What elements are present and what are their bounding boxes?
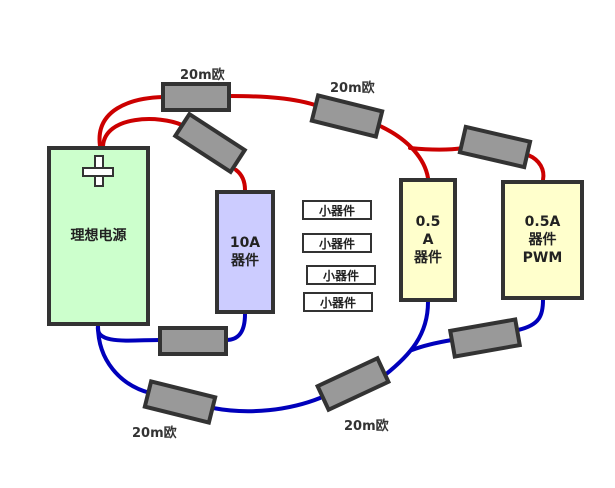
- plus-icon: [82, 155, 114, 187]
- resistor-label-bottom-right: 20m欧: [344, 419, 389, 434]
- small-device-1: 小器件: [302, 200, 372, 220]
- small-device-3: 小器件: [306, 265, 376, 285]
- resistor-label-top-middle: 20m欧: [330, 81, 375, 96]
- device-10a: 10A 器件: [215, 190, 275, 314]
- device-pwm-line1: 0.5A: [524, 214, 561, 230]
- wire-positive-top-right: [378, 124, 430, 180]
- wire-positive-psu-to-10a: [101, 117, 184, 148]
- wire-negative-bottom-right: [383, 300, 430, 377]
- wire-negative-to-pwm-resistor: [410, 338, 454, 352]
- device-0-5a-pwm: 0.5A 器件 PWM: [501, 180, 584, 300]
- wire-positive-top: [227, 94, 320, 108]
- resistor-top-middle: [309, 92, 385, 140]
- device-10a-line2: 器件: [230, 253, 259, 269]
- resistor-bottom-left: [158, 326, 228, 356]
- device-pwm-line2: 器件: [528, 232, 557, 248]
- device-0-5a-line1: 0.5: [415, 214, 441, 230]
- resistor-label-bottom: 20m欧: [132, 426, 177, 441]
- device-0-5a: 0.5 A 器件: [399, 178, 457, 302]
- resistor-bottom-right: [314, 355, 392, 413]
- resistor-bottom: [142, 378, 218, 426]
- wire-positive-to-pwm-resistor: [408, 146, 465, 152]
- device-10a-line1: 10A: [229, 235, 261, 251]
- resistor-top-diagonal: [172, 111, 248, 175]
- wire-positive-upper-loop: [97, 95, 165, 148]
- wire-negative-psu-left: [95, 324, 162, 343]
- resistor-right: [447, 317, 523, 359]
- wire-negative-bottom: [211, 396, 322, 414]
- ideal-power-supply: 理想电源: [47, 146, 150, 326]
- wire-negative-pwm: [516, 298, 545, 332]
- wire-positive-pwm-drop: [526, 153, 546, 182]
- power-supply-label: 理想电源: [70, 228, 127, 244]
- device-pwm-line3: PWM: [522, 250, 563, 266]
- small-device-4: 小器件: [303, 292, 373, 312]
- resistor-top-right: [457, 124, 533, 170]
- resistor-label-top: 20m欧: [180, 68, 225, 83]
- device-0-5a-line3: 器件: [414, 250, 442, 266]
- wire-positive-10a-drop: [234, 168, 247, 192]
- device-0-5a-line2: A: [422, 232, 434, 248]
- small-device-2: 小器件: [302, 233, 372, 253]
- wire-negative-10a: [224, 312, 247, 342]
- wire-negative-bottom-left: [96, 324, 152, 395]
- resistor-top: [161, 82, 231, 112]
